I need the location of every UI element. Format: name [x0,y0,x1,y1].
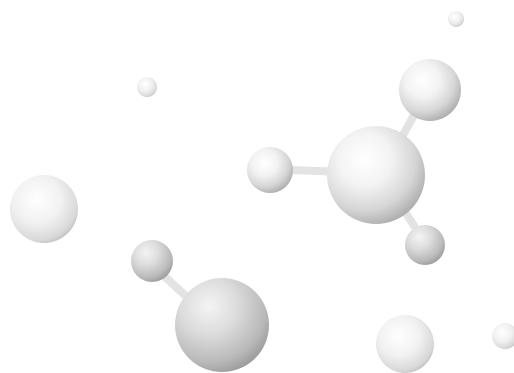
sphere-small-top [137,77,157,97]
sphere-tiny-top-right [448,11,464,27]
atom-center [327,126,425,224]
sphere-large-left [10,175,78,243]
atom-top-right [399,59,461,121]
bond [159,271,192,302]
sphere-bottom-right [492,323,514,349]
atom-small [131,240,173,282]
central-molecule [247,59,461,265]
sphere-bottom-center [376,315,434,373]
lower-molecule [131,240,269,372]
atom-left [247,147,293,193]
free-spheres [10,11,514,373]
atom-bottom-right [405,225,445,265]
atom-large [175,278,269,372]
